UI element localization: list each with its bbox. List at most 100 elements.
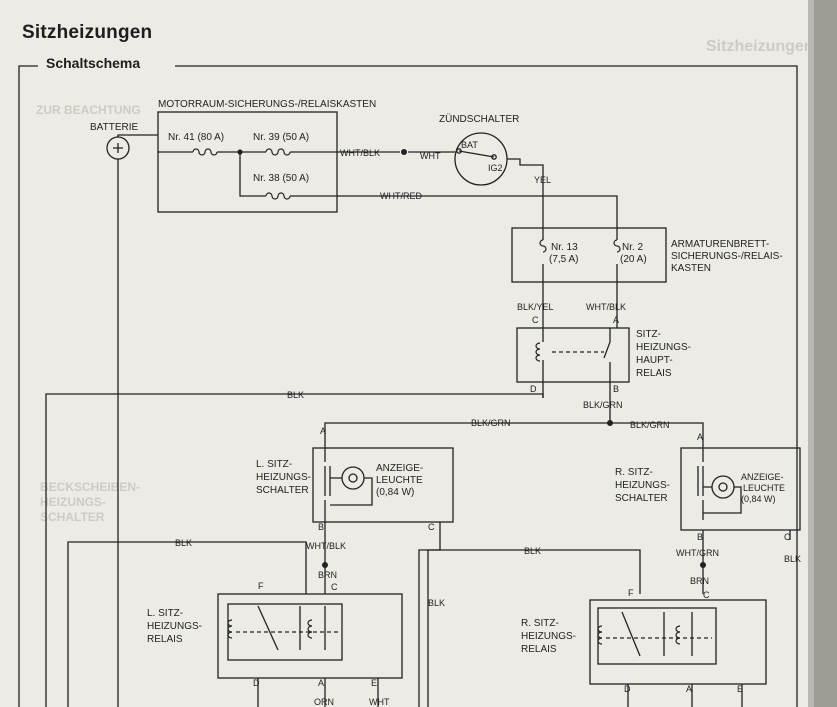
main-relay-contact xyxy=(603,341,611,359)
wire-blk-grn xyxy=(324,398,704,448)
wire-label-blk-grn: BLK/GRN xyxy=(583,400,623,410)
right-lamp-leads xyxy=(703,486,742,514)
left-lamp-leads xyxy=(330,477,373,506)
wire-yel xyxy=(507,158,544,228)
wire-battery xyxy=(117,134,158,137)
right-switch-label-1: R. SITZ- xyxy=(615,467,653,478)
pin-a: A xyxy=(320,426,326,436)
fuse-39-symbol xyxy=(265,148,291,156)
section-title: Schaltschema xyxy=(46,55,141,71)
right-relay-coil-2 xyxy=(675,625,681,645)
right-indicator-label-2: LEUCHTE xyxy=(743,483,785,493)
wire-fuse38 xyxy=(239,152,337,197)
pin-c: C xyxy=(703,590,710,600)
right-seat-switch xyxy=(680,447,801,531)
left-switch-leads xyxy=(324,448,441,707)
right-switch-contact xyxy=(697,466,704,496)
wire-label-blk: BLK xyxy=(287,390,304,400)
wire-blk-left-relay xyxy=(67,541,266,707)
dash-fuse-box xyxy=(511,227,667,283)
wire-label-wht-blk-3: WHT/BLK xyxy=(306,541,346,551)
ghost-bleed-text: Sitzheizungen xyxy=(706,38,814,55)
battery-label: BATTERIE xyxy=(90,122,138,133)
pin-b: B xyxy=(318,522,324,532)
right-relay-label-3: RELAIS xyxy=(521,644,557,655)
pin-c: C xyxy=(331,582,338,592)
left-switch-label-1: L. SITZ- xyxy=(256,459,292,470)
pin-a: A xyxy=(613,315,619,325)
wire-blk-bus xyxy=(45,393,544,707)
ignition-contact xyxy=(458,150,495,158)
main-relay-leads xyxy=(542,328,611,398)
wire-label-blk-grn-2: BLK/GRN xyxy=(471,418,511,428)
fuse-39-label: Nr. 39 (50 A) xyxy=(253,132,309,143)
fuse-41-symbol xyxy=(192,148,218,156)
left-relay-label-2: HEIZUNGS- xyxy=(147,621,202,632)
pin-e: E xyxy=(737,684,743,694)
left-relay-contacts xyxy=(257,605,326,651)
pin-e: E xyxy=(371,678,377,688)
pin-b: B xyxy=(697,532,703,542)
main-relay-label-1: SITZ- xyxy=(636,329,661,340)
main-relay-label-4: RELAIS xyxy=(636,368,672,379)
junction-dot xyxy=(607,420,613,426)
wire-label-blk-grn-3: BLK/GRN xyxy=(630,420,670,430)
main-relay-coil xyxy=(535,342,541,362)
wire-blk-left-relay-f xyxy=(266,541,307,594)
left-relay-coil-2 xyxy=(307,619,313,639)
fuse-2-symbol xyxy=(613,239,621,253)
pin-b: B xyxy=(613,384,619,394)
main-relay-label-3: HAUPT- xyxy=(636,355,673,366)
dash-fuse-leads xyxy=(542,228,618,282)
wire-label-yel: YEL xyxy=(534,175,551,185)
wire-label-wht-blk-2: WHT/BLK xyxy=(586,302,626,312)
left-indicator-label-1: ANZEIGE- xyxy=(376,463,423,474)
right-indicator-lamp xyxy=(711,475,735,499)
fuse-13-label-1: Nr. 13 xyxy=(551,242,578,253)
right-relay-label-2: HEIZUNGS- xyxy=(521,631,576,642)
pin-d: D xyxy=(530,384,537,394)
left-seat-switch xyxy=(312,447,454,523)
left-relay-inner xyxy=(227,603,343,661)
left-relay-coil-1 xyxy=(227,619,233,639)
wire-label-wht-blk: WHT/BLK xyxy=(340,148,380,158)
fuse-38-symbol xyxy=(265,192,291,200)
wire-label-blk-5: BLK xyxy=(784,554,801,564)
left-switch-label-2: HEIZUNGS- xyxy=(256,472,311,483)
fuse-41-label: Nr. 41 (80 A) xyxy=(168,132,224,143)
fuse-13-label-2: (7,5 A) xyxy=(549,254,578,265)
pin-a: A xyxy=(686,684,692,694)
right-relay-contacts xyxy=(621,611,693,657)
left-indicator-label-2: LEUCHTE xyxy=(376,475,423,486)
right-relay-coil-1 xyxy=(597,625,603,645)
ghost-bleed-text: ZUR BEACHTUNG xyxy=(36,103,141,117)
diagram-frame xyxy=(18,65,798,707)
left-indicator-label-3: (0,84 W) xyxy=(376,487,414,498)
right-relay-outputs xyxy=(627,684,743,707)
ignition-label: ZÜNDSCHALTER xyxy=(439,113,519,125)
engine-box-label: MOTORRAUM-SICHERUNGS-/RELAISKASTEN xyxy=(158,99,376,110)
fuse-13-symbol xyxy=(539,239,547,253)
left-relay-label-1: L. SITZ- xyxy=(147,608,183,619)
wire-label-brn: BRN xyxy=(318,570,337,580)
pin-d: D xyxy=(624,684,631,694)
left-indicator-filament xyxy=(348,473,358,483)
fuse-2-label-1: Nr. 2 xyxy=(622,242,644,253)
pin-c: C xyxy=(532,315,539,325)
ghost-bleed-text: HEIZUNGS- xyxy=(40,495,106,509)
right-indicator-label-1: ANZEIGE- xyxy=(741,472,784,482)
page-title: Sitzheizungen xyxy=(22,22,153,43)
main-relay-label-2: HEIZUNGS- xyxy=(636,342,691,353)
junction-dot xyxy=(237,149,243,155)
dash-box-label-3: KASTEN xyxy=(671,263,711,274)
connector-dot xyxy=(700,562,706,568)
left-switch-contact xyxy=(324,466,331,496)
wire-label-wht-red: WHT/RED xyxy=(380,191,422,201)
engine-fuse-box xyxy=(157,111,338,213)
page-edge-shadow xyxy=(814,0,837,707)
right-indicator-filament xyxy=(718,482,728,492)
dash-box-label-1: ARMATURENBRETT- xyxy=(671,239,769,250)
wire-label-blk-2: BLK xyxy=(175,538,192,548)
